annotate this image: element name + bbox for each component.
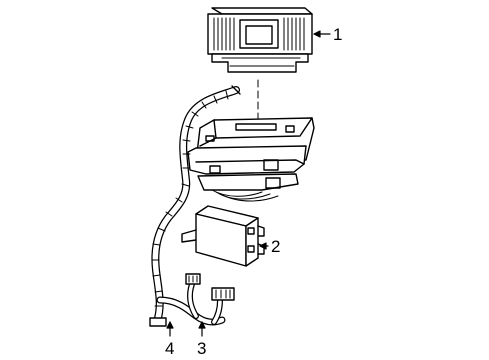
wiring-harness-part-4	[149, 85, 241, 327]
leader-lines	[166, 30, 331, 337]
relay-box-part-2	[181, 205, 265, 267]
control-module-part-1	[207, 7, 313, 73]
heatsink-fins-left	[213, 17, 235, 51]
mounting-bracket	[187, 117, 315, 202]
callout-4: 4	[165, 339, 174, 358]
callout-2: 2	[271, 237, 280, 256]
wiring-harness-part-3	[156, 273, 235, 326]
callout-3: 3	[197, 339, 206, 358]
heatsink-fins-right	[283, 17, 305, 51]
callout-1: 1	[333, 25, 342, 44]
